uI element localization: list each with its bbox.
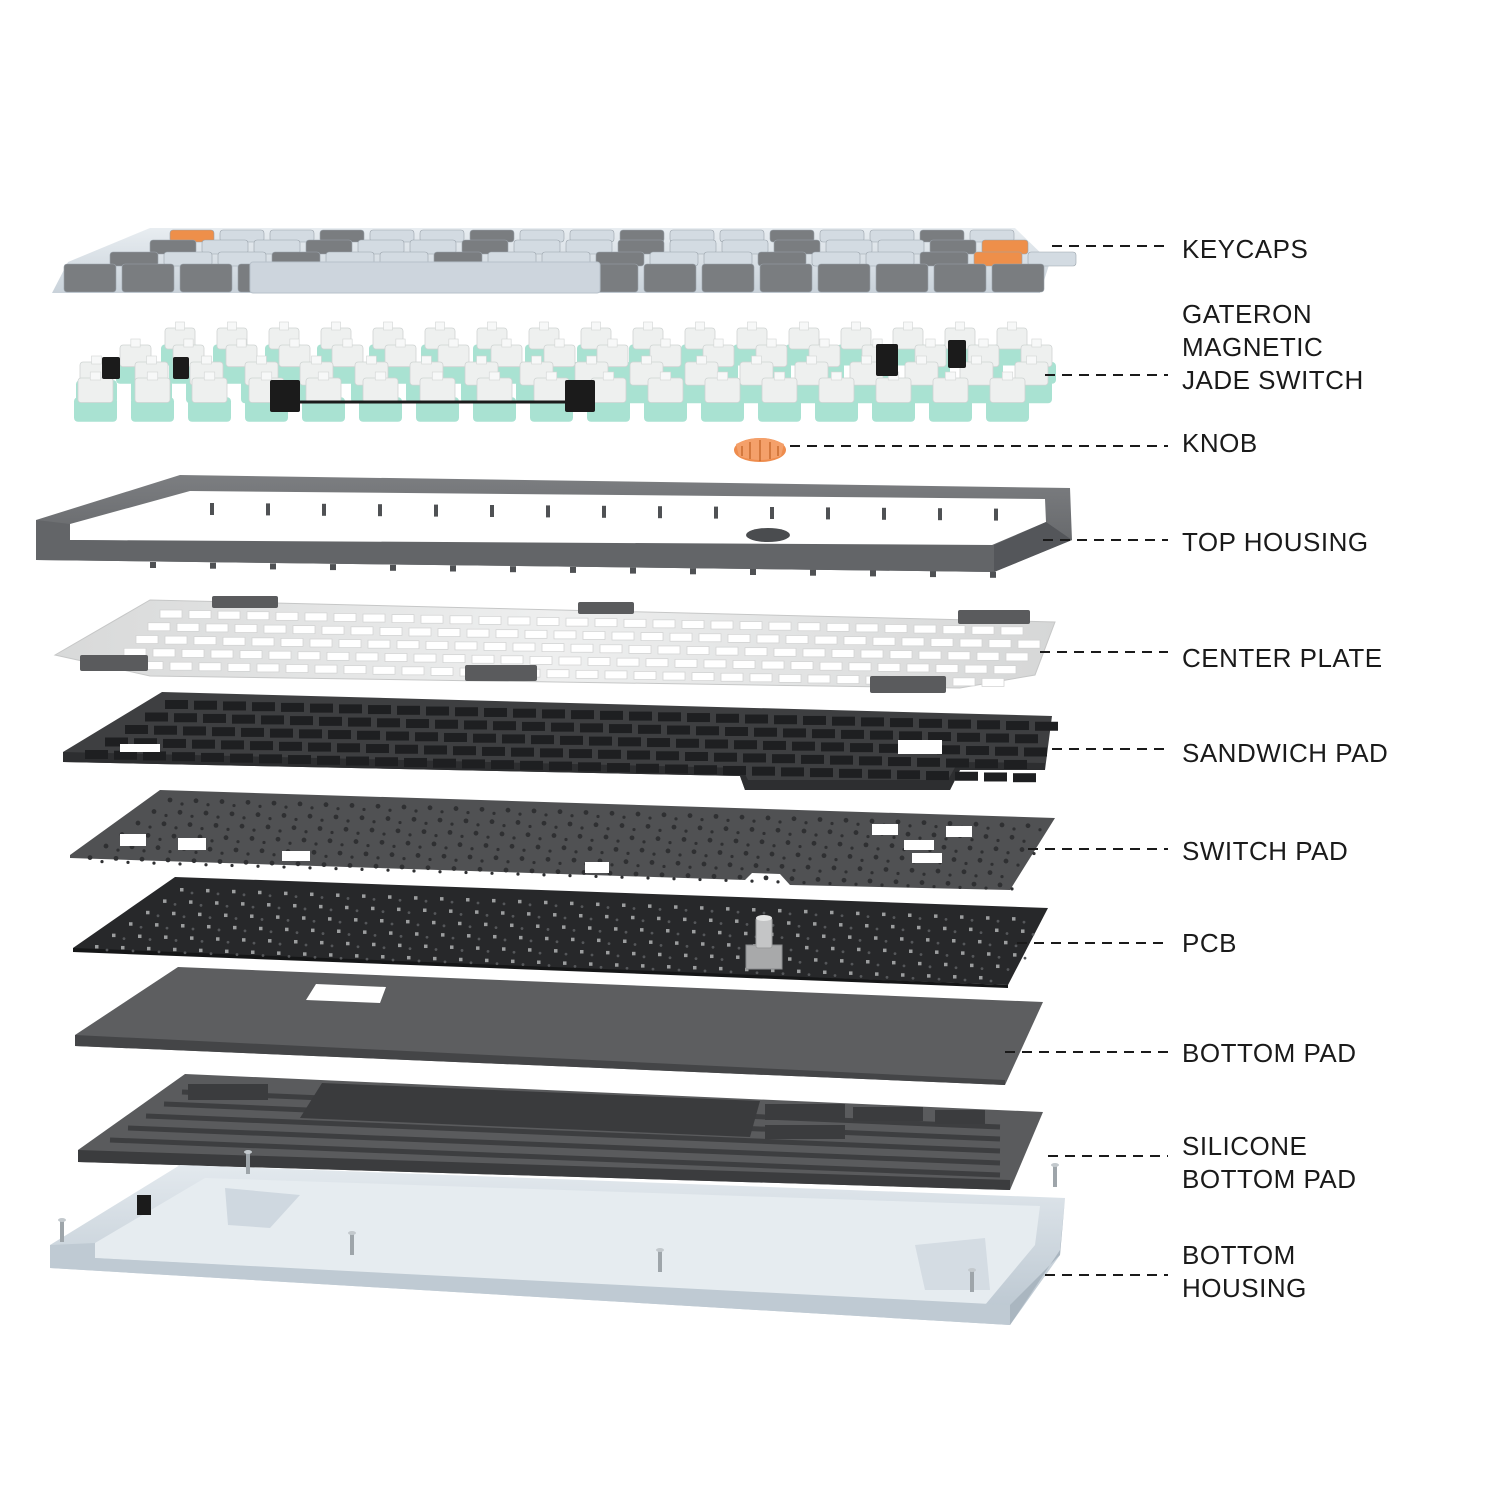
keycaps-layer (52, 228, 1077, 294)
bottom-pad-layer (75, 967, 1043, 1085)
label-switch-pad: SWITCH PAD (1182, 836, 1349, 866)
pcb-layer (73, 877, 1048, 988)
sandwich-pad-layer (63, 692, 1058, 790)
label-silicone-bottom-pad: SILICONE BOTTOM PAD (1182, 1131, 1357, 1194)
label-knob: KNOB (1182, 428, 1258, 458)
switches-layer (74, 321, 1056, 422)
leader-lines (790, 245, 1168, 1276)
knob-layer (734, 438, 786, 462)
label-top-housing: TOP HOUSING (1182, 527, 1369, 557)
label-bottom-housing: BOTTOM HOUSING (1182, 1240, 1307, 1303)
label-bottom-pad: BOTTOM PAD (1182, 1038, 1357, 1068)
silicone-bottom-pad-layer (78, 1074, 1043, 1190)
label-switches: GATERON MAGNETIC JADE SWITCH (1182, 299, 1364, 395)
label-sandwich-pad: SANDWICH PAD (1182, 738, 1389, 768)
bottom-housing-layer (50, 1150, 1065, 1325)
label-center-plate: CENTER PLATE (1182, 643, 1383, 673)
label-pcb: PCB (1182, 928, 1237, 958)
switch-pad-layer (70, 790, 1055, 891)
top-housing-layer (36, 475, 1072, 578)
center-plate-layer (53, 596, 1056, 693)
label-keycaps: KEYCAPS (1182, 234, 1309, 264)
